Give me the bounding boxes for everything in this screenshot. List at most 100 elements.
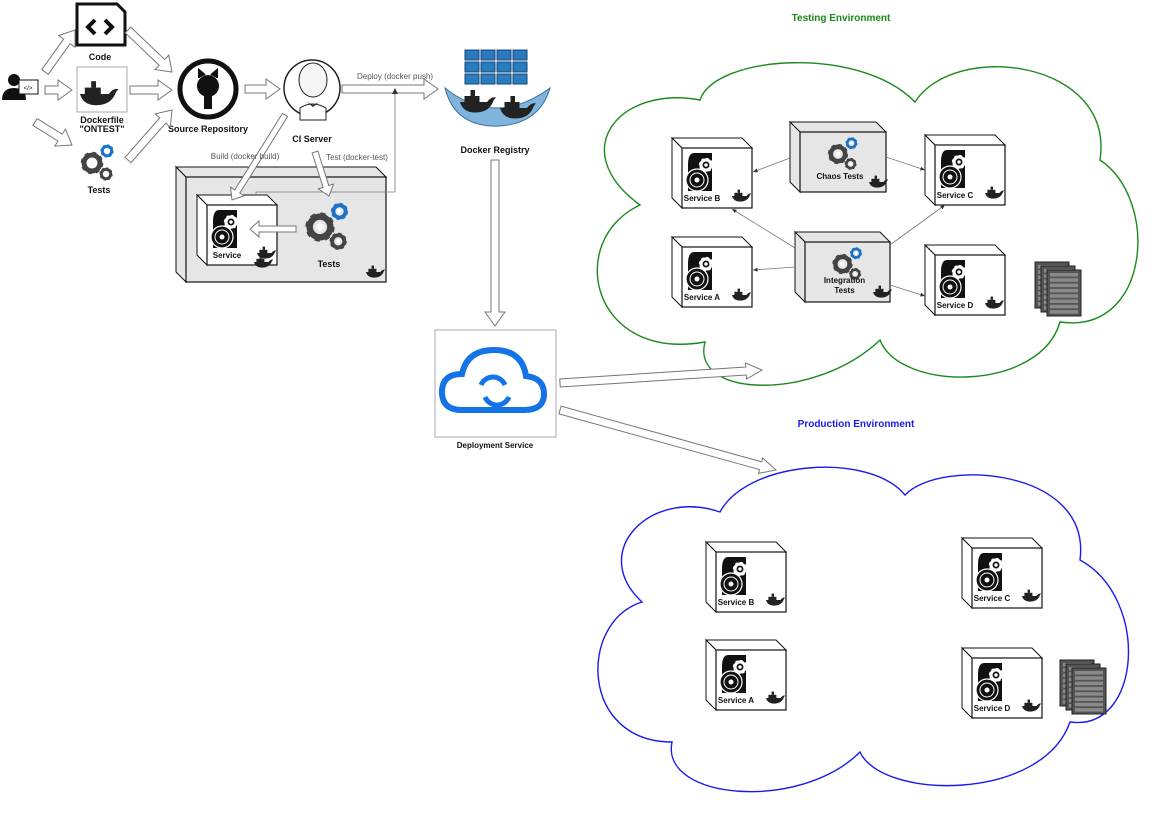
arrow-deploy-push [341,78,439,100]
box-top [960,537,1044,549]
tests-label: Tests [88,185,111,195]
box-side [671,136,683,210]
arrow-repo-to-ci [244,78,281,100]
arrow-tests-to-repo [124,109,173,164]
chaos-tests-box: Chaos Tests [788,120,889,194]
testing-service-a: Service A [670,235,754,309]
service-icon [685,153,714,192]
box-side [705,540,717,614]
box-top [670,236,754,248]
arrowhead [920,292,925,297]
service-label: Service B [718,598,755,607]
github-icon [177,58,239,120]
gear-blue-icon [330,202,349,221]
arrow-deploy-to-production [558,405,778,475]
arrowhead [753,267,758,272]
production-environment-title: Production Environment [798,419,915,430]
production-service-a: Service A [704,638,788,712]
integration-to-service-d [889,284,926,297]
docker-whale-icon [766,691,786,704]
jenkins-icon [283,59,341,121]
gear-large-icon [827,143,849,165]
arrow-dev-to-dockerfile [44,79,73,101]
production-environment-cloud [597,466,1130,793]
service-icon [685,252,714,291]
box-side [924,133,936,207]
tests-gears-icon [80,144,114,181]
service-icon [975,553,1004,592]
arrow-tests-to-service [249,219,297,239]
arrowhead [732,209,737,214]
docker-whale-icon [732,189,752,202]
integration-to-service-b [731,208,796,249]
service-label: Service A [684,293,720,302]
arrow-dockerfile-to-repo [129,79,173,101]
deploy-edge-label: Deploy (docker push) [357,72,433,81]
build-tests-gears-icon [305,202,349,250]
service-icon [975,663,1004,702]
production-server-rack-icon [1059,659,1107,715]
source-repository-label: Source Repository [168,124,248,134]
build-tests-label: Tests [318,259,341,269]
arrowhead [920,166,925,171]
gear-blue-icon [850,247,862,260]
production-service-c: Service C [960,536,1044,610]
service-icon [719,655,748,694]
docker-whale-icon [1022,589,1042,602]
gear-icon [223,214,239,230]
code-label: Code [89,52,112,62]
service-label: Service A [718,696,754,705]
deployment-service-label: Deployment Service [457,441,534,450]
code-file-icon [75,2,127,47]
testing-service-b: Service B [670,136,754,210]
gear-large-icon [832,253,853,275]
gear-small-icon [329,232,347,250]
docker-whale-icon [460,90,496,113]
production-service-d: Service D [960,646,1044,720]
testing-service-d: Service D [923,243,1007,317]
box-side [961,646,973,720]
box-top [793,231,892,243]
docker-whale-icon [985,186,1005,199]
arrow-code-to-repo [124,26,173,73]
box-side [175,165,187,284]
arrow-dev-to-code [41,29,76,76]
docker-whale-icon [869,175,889,188]
chaos-to-service-c [885,156,926,171]
service-label: Service C [937,191,974,200]
box-top [788,121,888,133]
testing-server-rack-icon [1034,261,1082,317]
box-top [704,541,788,553]
box-side [705,638,717,712]
arrowhead [392,88,398,94]
code-glyph: </> [24,86,33,92]
gear-icon [951,264,967,280]
testing-environment-title: Testing Environment [792,13,891,24]
service-icon [210,210,239,249]
integration-to-service-a [752,266,796,271]
developer-icon: </> [2,74,39,100]
arrow-dev-to-tests [32,117,73,147]
docker-whale-icon [500,96,536,119]
gears-icon [832,247,862,280]
arrow-test [311,150,335,197]
docker-registry-label: Docker Registry [460,145,529,155]
dockerfile-label: Dockerfile [80,115,124,125]
testing-environment-cloud [596,62,1139,386]
docker-whale-icon [873,285,893,298]
docker-whale-icon [766,593,786,606]
test-label: Tests [834,286,855,295]
test-label: Chaos Tests [817,172,865,181]
gear-icon [698,157,714,173]
deployment-service-icon [434,329,557,438]
box-side [924,243,936,317]
box-side [671,235,683,309]
service-label: Service C [974,594,1011,603]
gear-icon [988,557,1004,573]
box-side [789,120,801,194]
gear-large-icon [80,151,104,175]
service-label: Service D [937,301,974,310]
